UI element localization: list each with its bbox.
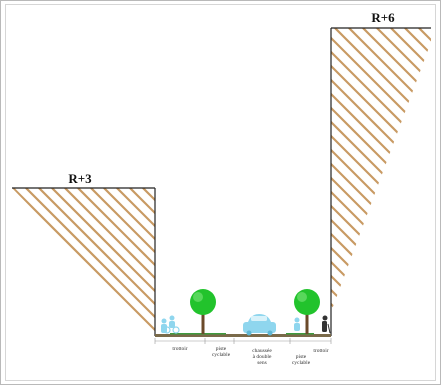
hatch-left-line-14: [12, 188, 23, 336]
cyclist-left-wheel: [172, 326, 180, 334]
verge-right: [286, 333, 314, 335]
hatch-right-line-2: [0, 28, 227, 340]
cyclist-left-head: [169, 315, 175, 321]
car-window: [251, 316, 267, 321]
hatch-right-line-39: [433, 28, 441, 340]
hatch-left-line-30: [77, 188, 155, 336]
building-left: R+3: [0, 171, 441, 340]
hatch-left-line-36: [156, 188, 308, 340]
label-trottoir-left: trottoir: [172, 346, 187, 352]
street-ground: [154, 333, 332, 344]
hatch-right-line-30: [331, 28, 431, 312]
tree-left-trunk: [201, 311, 205, 334]
figure-inner-border: [5, 4, 436, 381]
hatch-right-line-13: [331, 28, 382, 312]
label-trottoir-right: trottoir: [313, 348, 328, 354]
hatch-right-line-31: [331, 28, 431, 312]
cyclist-left-wheel-2: [163, 326, 171, 334]
ground-line: [155, 334, 331, 337]
tree-left-canopy: [190, 289, 216, 315]
hatch-right-line-16: [331, 28, 424, 312]
hatch-left-line-17: [12, 188, 62, 336]
label-piste-left: piste: [216, 346, 227, 352]
car-wheel-front: [246, 330, 252, 336]
building-right: R+6: [0, 10, 441, 340]
hatch-right: [0, 28, 441, 340]
hatch-right-line-17: [331, 28, 431, 312]
pedestrian-right-cane: [327, 323, 331, 334]
hatch-right-line-9: [13, 28, 325, 340]
pedestrian-left-head: [161, 318, 167, 324]
hatch-left-line-13: [0, 188, 9, 340]
building-left-label: R+3: [68, 171, 92, 186]
hatch-left-line-15: [12, 188, 36, 336]
tree-right-trunk: [305, 311, 309, 334]
label-piste-right: piste: [296, 354, 307, 360]
tree-right-canopy: [294, 289, 320, 315]
tree-left-highlight: [193, 292, 203, 302]
hatch-right-line-33: [348, 28, 431, 312]
label-cyclable-left: cyclable: [212, 352, 231, 358]
car-wheel-rear: [267, 330, 273, 336]
street-labels: trottoir piste cyclable chaussée à doubl…: [172, 346, 328, 366]
pedestrian-right-head: [322, 315, 328, 321]
label-sens: sens: [257, 360, 266, 366]
hatch-right-line-22: [331, 28, 431, 312]
hatch-right-line-29: [331, 28, 431, 312]
hatch-right-line-34: [362, 28, 431, 312]
hatch-right-line-32: [334, 28, 431, 312]
hatch-left-line-26: [25, 188, 155, 336]
hatch-left-line-37: [169, 188, 321, 340]
verge-left: [170, 333, 226, 335]
hatch-right-line-21: [331, 28, 431, 312]
hatch-left-line-28: [51, 188, 155, 336]
hatch-left-line-27: [38, 188, 155, 336]
label-cyclable-right: cyclable: [292, 360, 311, 366]
hatch-left-line-33: [116, 188, 155, 336]
hatch-right-line-36: [390, 28, 431, 312]
hatch-right-line-4: [0, 28, 255, 340]
label-chaussee: chaussée: [252, 348, 272, 354]
hatch-left-line-35: [142, 188, 155, 336]
tree-left: [190, 289, 216, 334]
hatch-right-line-5: [0, 28, 269, 340]
hatch-left-line-32: [103, 188, 155, 336]
hatch-right-line-23: [331, 28, 431, 312]
cyclist-right-head: [294, 317, 300, 323]
cyclist-right-body: [294, 323, 300, 331]
hatch-left-line-47: [299, 188, 441, 340]
pedestrian-right-body: [322, 321, 327, 332]
hatch-left-line-23: [12, 188, 140, 336]
tree-right-highlight: [297, 292, 307, 302]
hatch-left-line-46: [286, 188, 438, 340]
hatch-left-line-16: [12, 188, 49, 336]
hatch-left: [0, 188, 441, 340]
tree-right: [294, 289, 320, 334]
pedestrians-left: [161, 315, 180, 334]
hatch-right-line-7: [0, 28, 297, 340]
car-body: [243, 322, 276, 333]
label-double: à double: [253, 354, 272, 360]
car: [243, 314, 276, 336]
hatch-right-line-38: [418, 28, 431, 312]
hatch-left-line-25: [12, 188, 155, 336]
hatch-right-line-6: [0, 28, 283, 340]
pedestrians-right: [294, 315, 331, 334]
cyclist-left-body: [169, 321, 175, 328]
hatch-right-line-0: [0, 28, 199, 340]
building-right-label: R+6: [371, 10, 395, 25]
hatch-left-line-29: [64, 188, 155, 336]
hatch-left-line-31: [90, 188, 155, 336]
hatch-left-line-21: [12, 188, 114, 336]
hatch-right-line-1: [0, 28, 213, 340]
hatch-right-line-26: [331, 28, 431, 312]
